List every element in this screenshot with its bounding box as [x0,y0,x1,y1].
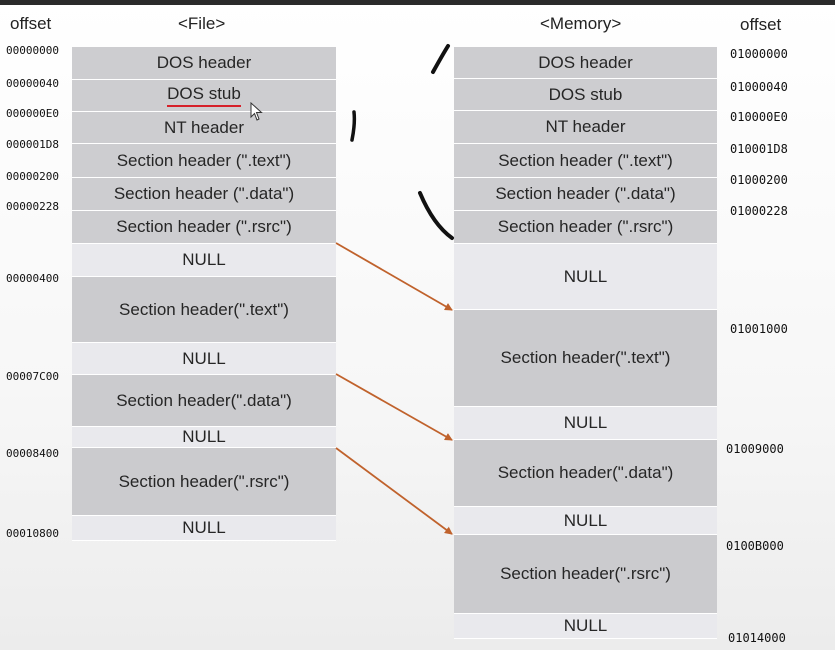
memory-block-label: DOS stub [548,84,623,104]
file-section-data: Section header(".data") [72,375,336,427]
file-offset-title: offset [10,14,52,33]
mouse-pointer-icon [250,102,263,121]
file-block-label: NT header [163,117,244,137]
file-offset-label: 00000400 [6,272,59,285]
file-section-header-rsrc: Section header (".rsrc") [72,211,336,244]
file-offset-label: 00000200 [6,170,59,183]
file-dos-stub: DOS stub [72,80,336,112]
file-block-label: Section header (".rsrc") [116,217,292,236]
memory-block-label: Section header(".data") [497,463,674,482]
memory-block-label: NULL [563,266,608,286]
memory-block-label: NULL [563,510,608,530]
memory-block-label: Section header (".text") [498,150,673,170]
memory-offset-label: 01009000 [726,442,784,456]
mapping-arrow [335,242,453,311]
memory-section-header-data: Section header (".data") [454,178,717,211]
file-null-block: NULL [72,244,336,277]
file-section-text: Section header(".text") [72,277,336,343]
file-section-header-data: Section header (".data") [72,178,336,211]
memory-block-label: NT header [545,117,626,136]
file-block-label: NULL [182,250,226,269]
memory-offset-label: 0100B000 [726,539,784,553]
file-null-block: NULL [72,516,336,541]
memory-section-text: Section header(".text") [454,310,717,407]
file-dos-header: DOS header [72,47,336,80]
memory-offset-label: 01000200 [730,173,788,187]
memory-offset-label: 01001000 [730,322,788,336]
memory-section-header-rsrc: Section header (".rsrc") [454,211,717,244]
memory-null-block: NULL [454,614,717,639]
memory-block-label: Section header (".data") [495,184,676,203]
memory-section-rsrc: Section header(".rsrc") [454,535,717,614]
file-offset-label: 00000040 [6,77,59,90]
file-block-label: Section header(".data") [116,390,292,410]
file-offset-label: 00010800 [6,527,59,540]
file-section-rsrc: Section header(".rsrc") [72,448,336,516]
mapping-arrow [335,373,453,441]
memory-offset-label: 010000E0 [730,110,788,124]
pen-mark [418,191,454,240]
file-block-label: NULL [182,348,226,368]
file-section-header-text: Section header (".text") [72,144,336,178]
file-block-label: NULL [182,427,226,446]
memory-block-label: Section header(".rsrc") [500,564,671,583]
memory-dos-header: DOS header [454,47,717,79]
memory-block-label: Section header (".rsrc") [497,217,674,236]
memory-nt-header: NT header [454,111,717,144]
memory-null-block: NULL [454,507,717,535]
memory-block-label: NULL [563,616,608,635]
memory-offset-label: 01000000 [730,47,788,61]
memory-offset-label: 01000040 [730,80,788,94]
memory-offset-label: 01000228 [730,204,788,218]
file-block-label: Section header (".text") [116,150,292,170]
mapping-arrow [335,447,453,535]
memory-offset-label: 010001D8 [730,142,788,156]
file-block-label: Section header(".text") [119,299,289,319]
file-block-label: DOS stub [167,84,241,107]
file-offset-label: 00000228 [6,200,59,213]
file-offset-label: 000001D8 [6,138,59,151]
file-offset-label: 00008400 [6,447,59,460]
file-offset-label: 00007C00 [6,370,59,383]
memory-offset-title: offset [740,15,782,34]
memory-section-data: Section header(".data") [454,440,717,507]
file-nt-header: NT header [72,112,336,144]
memory-block-label: Section header(".text") [500,348,671,367]
file-block-label: Section header(".rsrc") [118,471,290,491]
memory-offset-label: 01014000 [728,631,786,645]
pen-mark [431,44,450,74]
memory-block-label: NULL [563,413,608,432]
memory-null-block: NULL [454,407,717,440]
file-block-label: Section header (".data") [113,184,295,203]
file-block-label: NULL [182,518,226,537]
file-null-block: NULL [72,427,336,448]
memory-title: <Memory> [540,14,622,33]
memory-dos-stub: DOS stub [454,79,717,111]
file-offset-label: 000000E0 [6,107,59,120]
pen-mark [350,110,357,142]
memory-section-header-text: Section header (".text") [454,144,717,178]
window-top-bar [0,0,835,5]
file-null-block: NULL [72,343,336,375]
file-block-label: DOS header [156,53,252,72]
memory-block-label: DOS header [538,52,633,72]
file-title: <File> [178,14,226,33]
file-offset-label: 00000000 [6,44,59,57]
memory-null-block: NULL [454,244,717,310]
